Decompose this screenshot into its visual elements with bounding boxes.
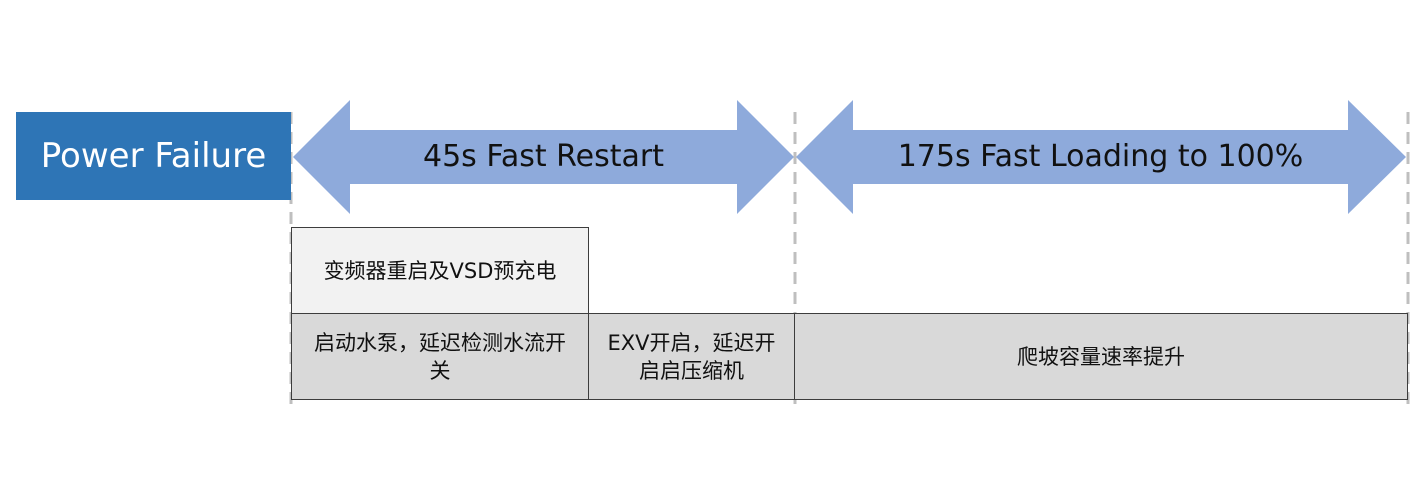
task-label-water-pump: 启动水泵，延迟检测水流开关 xyxy=(314,330,566,383)
task-box-ramp-up: 爬坡容量速率提升 xyxy=(794,313,1408,400)
task-box-vsd-restart: 变频器重启及VSD预充电 xyxy=(291,227,589,314)
double-arrow-loading xyxy=(796,100,1406,214)
task-label-ramp-up: 爬坡容量速率提升 xyxy=(1017,344,1185,369)
phase-label-loading: 175s Fast Loading to 100% xyxy=(897,138,1304,174)
task-label-vsd-restart: 变频器重启及VSD预充电 xyxy=(323,258,557,283)
phase-label-restart: 45s Fast Restart xyxy=(423,138,664,174)
power-failure-label: Power Failure xyxy=(40,136,267,176)
task-box-exv-open: EXV开启，延迟开启启压缩机 xyxy=(588,313,795,400)
task-label-exv-open: EXV开启，延迟开启启压缩机 xyxy=(607,330,776,383)
power-failure-box: Power Failure xyxy=(16,112,291,200)
task-box-water-pump: 启动水泵，延迟检测水流开关 xyxy=(291,313,589,400)
double-arrow-restart xyxy=(293,100,794,214)
